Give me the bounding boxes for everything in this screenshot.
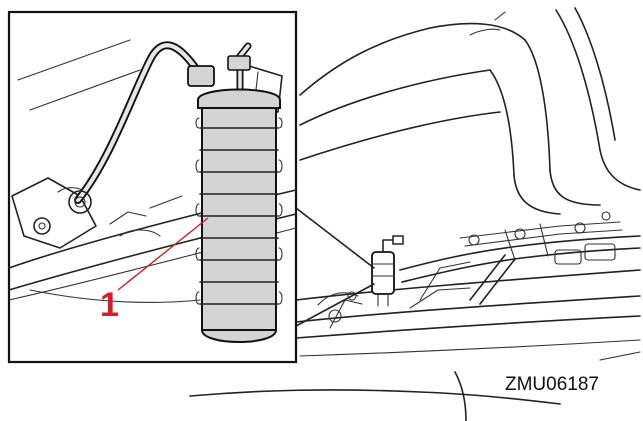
receiver-drier	[187, 42, 283, 343]
detail-inset	[7, 10, 298, 364]
figure-code: ZMU06187	[505, 374, 599, 395]
receiver-drier-in-situ	[371, 235, 404, 307]
callout-leader-line	[117, 217, 209, 291]
inset-pointer-lines	[295, 207, 375, 327]
engine-bay-drawing	[189, 7, 641, 421]
callout-1: 1	[100, 217, 209, 324]
callout-number: 1	[100, 286, 119, 324]
